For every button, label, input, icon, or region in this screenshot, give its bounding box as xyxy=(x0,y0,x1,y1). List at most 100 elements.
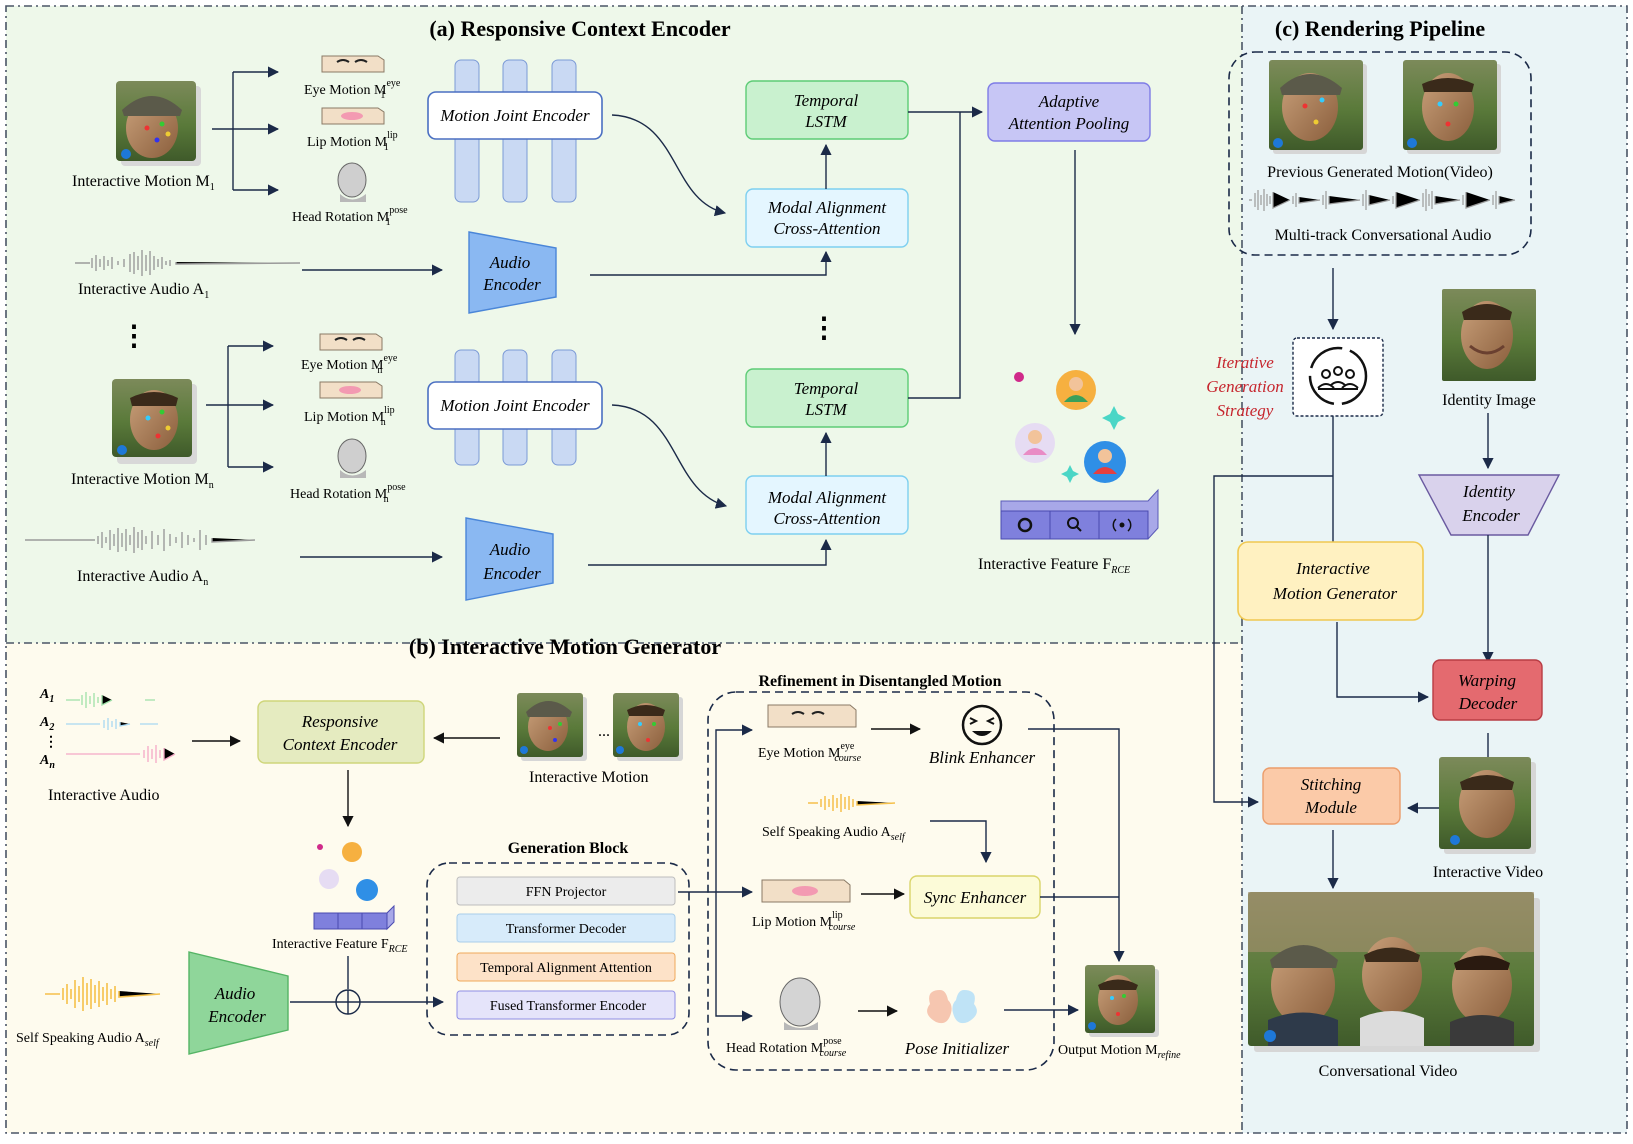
svg-text:Modal Alignment: Modal Alignment xyxy=(767,488,887,507)
previous-motion-label: Previous Generated Motion(Video) xyxy=(1267,164,1493,181)
eye-motion-coarse-icon xyxy=(767,704,857,728)
iterative-strategy-text: Iterative Generation Strategy xyxy=(1206,353,1283,420)
vertical-ellipsis-middle: ⋮ xyxy=(810,313,838,344)
panel-c-connector-arrows xyxy=(1213,416,1494,890)
temporal-lstm-n: Temporal LSTM xyxy=(745,368,909,428)
interactive-audio-1-label: Interactive Audio A1 xyxy=(78,281,209,301)
blink-enhancer-label: Blink Enhancer xyxy=(929,748,1036,767)
panel-a-title: (a) Responsive Context Encoder xyxy=(429,16,730,41)
interactive-motion-1-label: Interactive Motion M1 xyxy=(72,173,215,193)
svg-text:Transformer Decoder: Transformer Decoder xyxy=(506,922,627,937)
adaptive-attention-pooling: Adaptive Attention Pooling xyxy=(987,82,1151,142)
svg-text:Modal Alignment: Modal Alignment xyxy=(767,198,887,217)
interactive-feature-icon xyxy=(1000,370,1159,540)
svg-text:LSTM: LSTM xyxy=(804,112,847,131)
svg-text:Motion Generator: Motion Generator xyxy=(1272,584,1398,603)
svg-text:Cross-Attention: Cross-Attention xyxy=(773,219,880,238)
svg-text:Module: Module xyxy=(1304,798,1357,817)
motion-ellipsis: ... xyxy=(598,723,610,740)
svg-text:Motion Joint Encoder: Motion Joint Encoder xyxy=(439,106,590,125)
pose-initializer-label: Pose Initializer xyxy=(904,1039,1010,1058)
interactive-audio-n-waveform xyxy=(25,527,256,553)
head-rotation-1-icon xyxy=(337,162,367,202)
svg-text:Context Encoder: Context Encoder xyxy=(283,735,398,754)
previous-motion-frame xyxy=(1228,51,1532,256)
svg-text:Decoder: Decoder xyxy=(1458,694,1518,713)
svg-text:Responsive: Responsive xyxy=(301,712,379,731)
refinement-frame xyxy=(707,691,1055,1071)
vertical-ellipsis-left: ⋮ xyxy=(120,321,148,352)
interactive-audio-n-label: Interactive Audio An xyxy=(77,568,208,588)
svg-text:Generation: Generation xyxy=(1206,377,1283,396)
svg-text:LSTM: LSTM xyxy=(804,400,847,419)
temporal-lstm-1: Temporal LSTM xyxy=(745,80,909,140)
interactive-audio-tracks: A1 A2 ⋮ An xyxy=(39,687,176,771)
multi-track-audio-waveform xyxy=(1249,189,1516,211)
svg-text:Temporal: Temporal xyxy=(794,91,859,110)
lip-motion-1-icon xyxy=(321,107,385,125)
sync-enhancer-box: Sync Enhancer xyxy=(909,875,1041,919)
gen-layer-fused-encoder: Fused Transformer Encoder xyxy=(456,990,676,1020)
eye-motion-1-icon xyxy=(321,55,385,73)
svg-text:Sync Enhancer: Sync Enhancer xyxy=(924,888,1027,907)
self-speaking-audio-waveform xyxy=(45,977,161,1011)
interactive-motion-generator-box: Interactive Motion Generator xyxy=(1237,541,1424,621)
gen-layer-temporal-alignment: Temporal Alignment Attention xyxy=(456,952,676,982)
warping-decoder-box: Warping Decoder xyxy=(1432,659,1543,721)
generation-to-refinement-arrows xyxy=(678,724,754,1022)
svg-text:Audio: Audio xyxy=(489,540,531,559)
responsive-context-encoder-box: Responsive Context Encoder xyxy=(257,700,425,764)
cross-attention-1: Modal Alignment Cross-Attention xyxy=(745,188,909,248)
lip-motion-coarse-icon xyxy=(761,879,851,903)
audio-encoder-1: Audio Encoder xyxy=(468,231,557,314)
audio-encoder-green: Audio Encoder xyxy=(188,951,289,1055)
gen-layer-ffn: FFN Projector xyxy=(456,876,676,906)
svg-text:Temporal: Temporal xyxy=(794,379,859,398)
svg-text:Encoder: Encoder xyxy=(482,275,541,294)
identity-encoder: Identity Encoder xyxy=(1417,474,1561,536)
panel-a-connector-arrows xyxy=(588,106,1081,566)
conversational-video-label: Conversational Video xyxy=(1319,1063,1458,1080)
refinement-to-output-arrows xyxy=(1004,728,1125,1016)
svg-text:Warping: Warping xyxy=(1458,671,1516,690)
svg-text:Cross-Attention: Cross-Attention xyxy=(773,509,880,528)
interactive-audio-1-waveform xyxy=(75,250,301,276)
svg-text:⋮: ⋮ xyxy=(44,735,58,750)
motion-1-branch-arrows xyxy=(212,66,280,196)
blink-enhancer-icon xyxy=(961,704,1003,746)
self-speaking-audio-label: Self Speaking Audio Aself xyxy=(16,1031,160,1049)
motion-joint-encoder-n: Motion Joint Encoder xyxy=(427,349,603,466)
interactive-feature-small-icon xyxy=(313,842,395,931)
svg-text:Strategy: Strategy xyxy=(1217,401,1274,420)
panel-c-title: (c) Rendering Pipeline xyxy=(1275,16,1485,41)
interactive-audio-label: Interactive Audio xyxy=(48,787,160,804)
refinement-title: Refinement in Disentangled Motion xyxy=(758,673,1001,690)
interactive-feature-label: Interactive Feature FRCE xyxy=(978,556,1130,576)
motion-joint-encoder-1: Motion Joint Encoder xyxy=(427,59,603,203)
pose-initializer-icon xyxy=(927,990,977,1024)
generation-block-frame xyxy=(426,862,690,1036)
audio-to-sync-arrow xyxy=(930,820,992,864)
lip-motion-n-icon xyxy=(319,381,383,399)
svg-text:Identity: Identity xyxy=(1462,482,1515,501)
motion-n-branch-arrows xyxy=(206,340,275,473)
previous-motion-thumbnails xyxy=(1269,60,1501,154)
svg-text:Iterative: Iterative xyxy=(1215,353,1274,372)
svg-text:Interactive: Interactive xyxy=(1295,559,1370,578)
eye-motion-n-icon xyxy=(319,333,383,351)
interactive-motion-thumbnails xyxy=(517,693,683,761)
svg-text:A1: A1 xyxy=(39,687,54,705)
head-rotation-n-icon xyxy=(337,438,367,478)
svg-text:A2: A2 xyxy=(39,715,54,733)
svg-text:FFN Projector: FFN Projector xyxy=(526,885,607,900)
gen-layer-transformer-decoder: Transformer Decoder xyxy=(456,913,676,943)
